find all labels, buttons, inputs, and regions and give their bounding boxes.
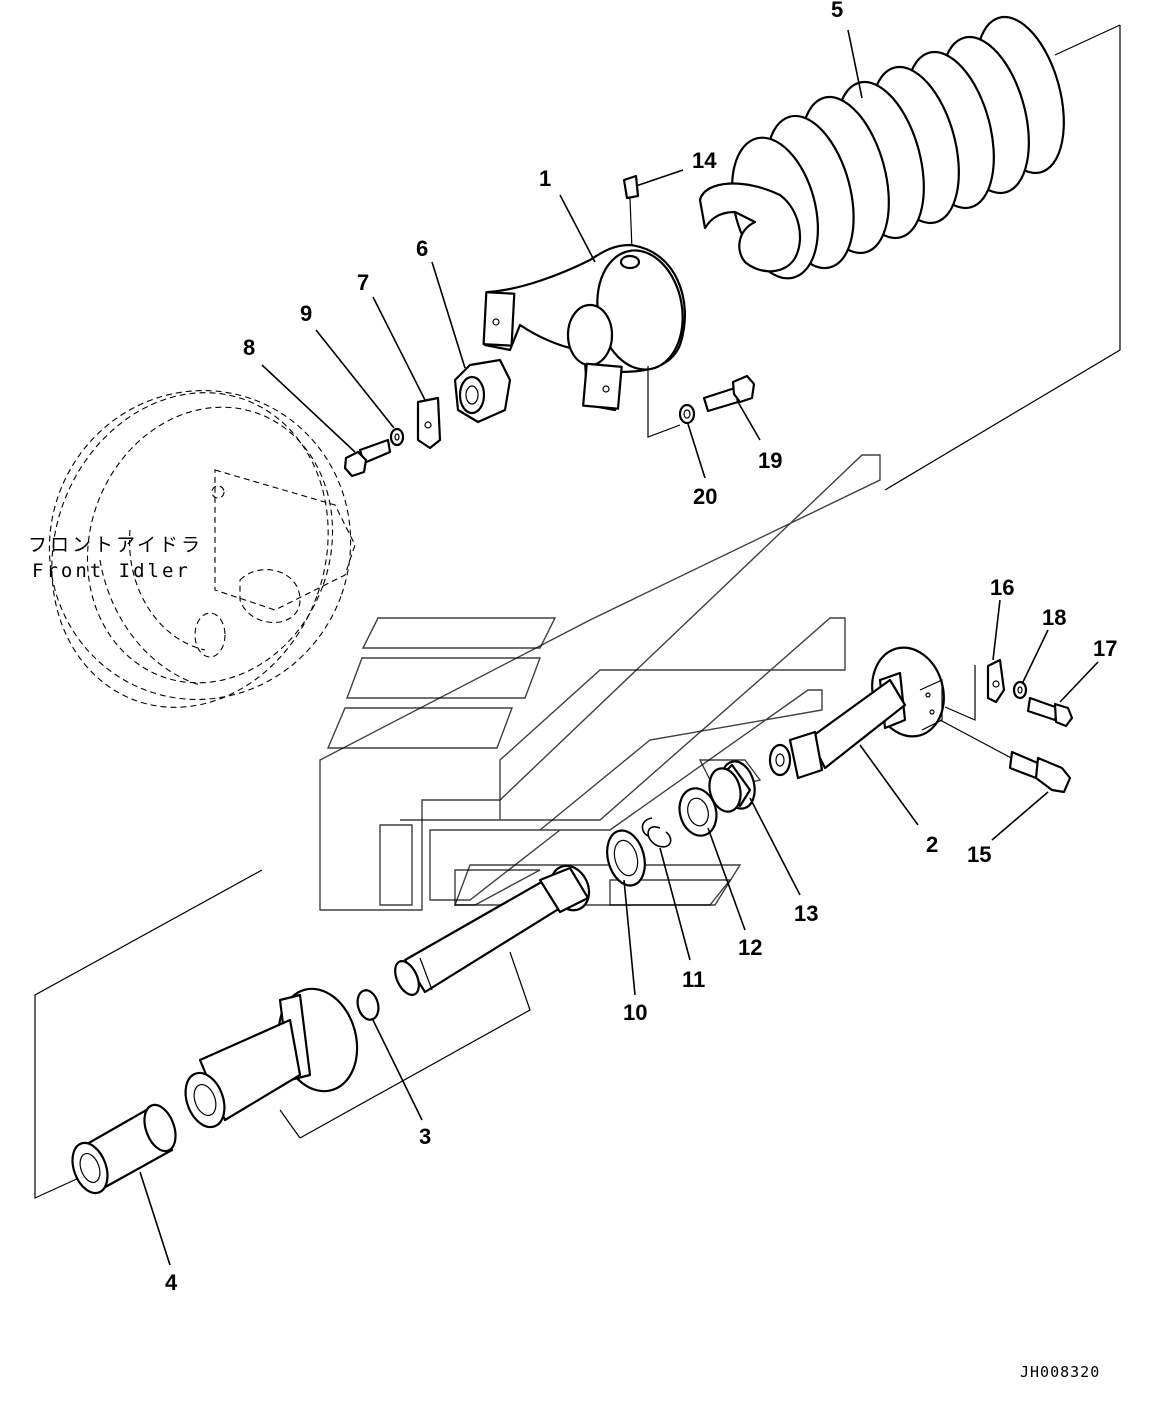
callout-19: 19 (758, 448, 782, 473)
part-15-fitting (939, 719, 1072, 794)
callout-10: 10 (623, 1000, 647, 1025)
part-8-bolt (343, 438, 392, 478)
watermark-logo (319, 454, 881, 911)
part-17-bolt (1026, 696, 1074, 728)
callout-3: 3 (419, 1124, 431, 1149)
part-13-dust-seal (708, 760, 756, 813)
figure-code: JH008320 (1020, 1363, 1100, 1381)
part-6-nut (453, 358, 512, 424)
part-16-bracket (944, 658, 1006, 721)
part-3-o-ring (356, 989, 380, 1021)
callout-labels: 5 14 1 6 7 9 8 19 20 16 18 17 2 15 13 12… (165, 0, 1117, 1295)
caption-japanese: フロントアイドラ (28, 534, 203, 556)
part-3-cylinder-body (184, 987, 359, 1139)
part-12-packing (678, 787, 718, 837)
callout-11: 11 (682, 967, 705, 992)
caption-english: Front Idler (32, 560, 191, 582)
callout-9: 9 (300, 301, 312, 326)
callout-1: 1 (539, 166, 551, 191)
part-11-snap-ring (641, 817, 672, 848)
part-5-recoil-spring (698, 15, 1065, 280)
part-4-bushing (71, 1103, 177, 1195)
callout-12: 12 (738, 935, 762, 960)
callout-16: 16 (990, 575, 1014, 600)
callout-5: 5 (831, 0, 843, 22)
part-14-nipple (622, 174, 640, 251)
part-19-bolt (702, 374, 756, 413)
callout-4: 4 (165, 1270, 178, 1295)
callout-15: 15 (967, 842, 991, 867)
part-2-cylinder (768, 646, 945, 780)
callout-18: 18 (1042, 605, 1066, 630)
callout-14: 14 (692, 148, 717, 173)
callout-6: 6 (416, 236, 428, 261)
part-18-washer (1012, 680, 1028, 700)
part-20-washer (678, 403, 696, 425)
part-1-yoke (482, 243, 687, 438)
part-3-piston-rod (299, 864, 591, 1139)
front-idler-caption: フロントアイドラ Front Idler (28, 534, 203, 582)
callout-20: 20 (693, 484, 717, 509)
part-7-bracket (416, 396, 442, 450)
callout-2: 2 (926, 832, 938, 857)
callout-17: 17 (1093, 636, 1117, 661)
front-idler-outline (48, 390, 356, 708)
part-9-washer (389, 427, 405, 447)
part-10-ring (606, 829, 646, 887)
callout-7: 7 (357, 270, 369, 295)
callout-8: 8 (243, 335, 255, 360)
callout-13: 13 (794, 901, 818, 926)
leader-lines (139, 29, 1099, 1266)
